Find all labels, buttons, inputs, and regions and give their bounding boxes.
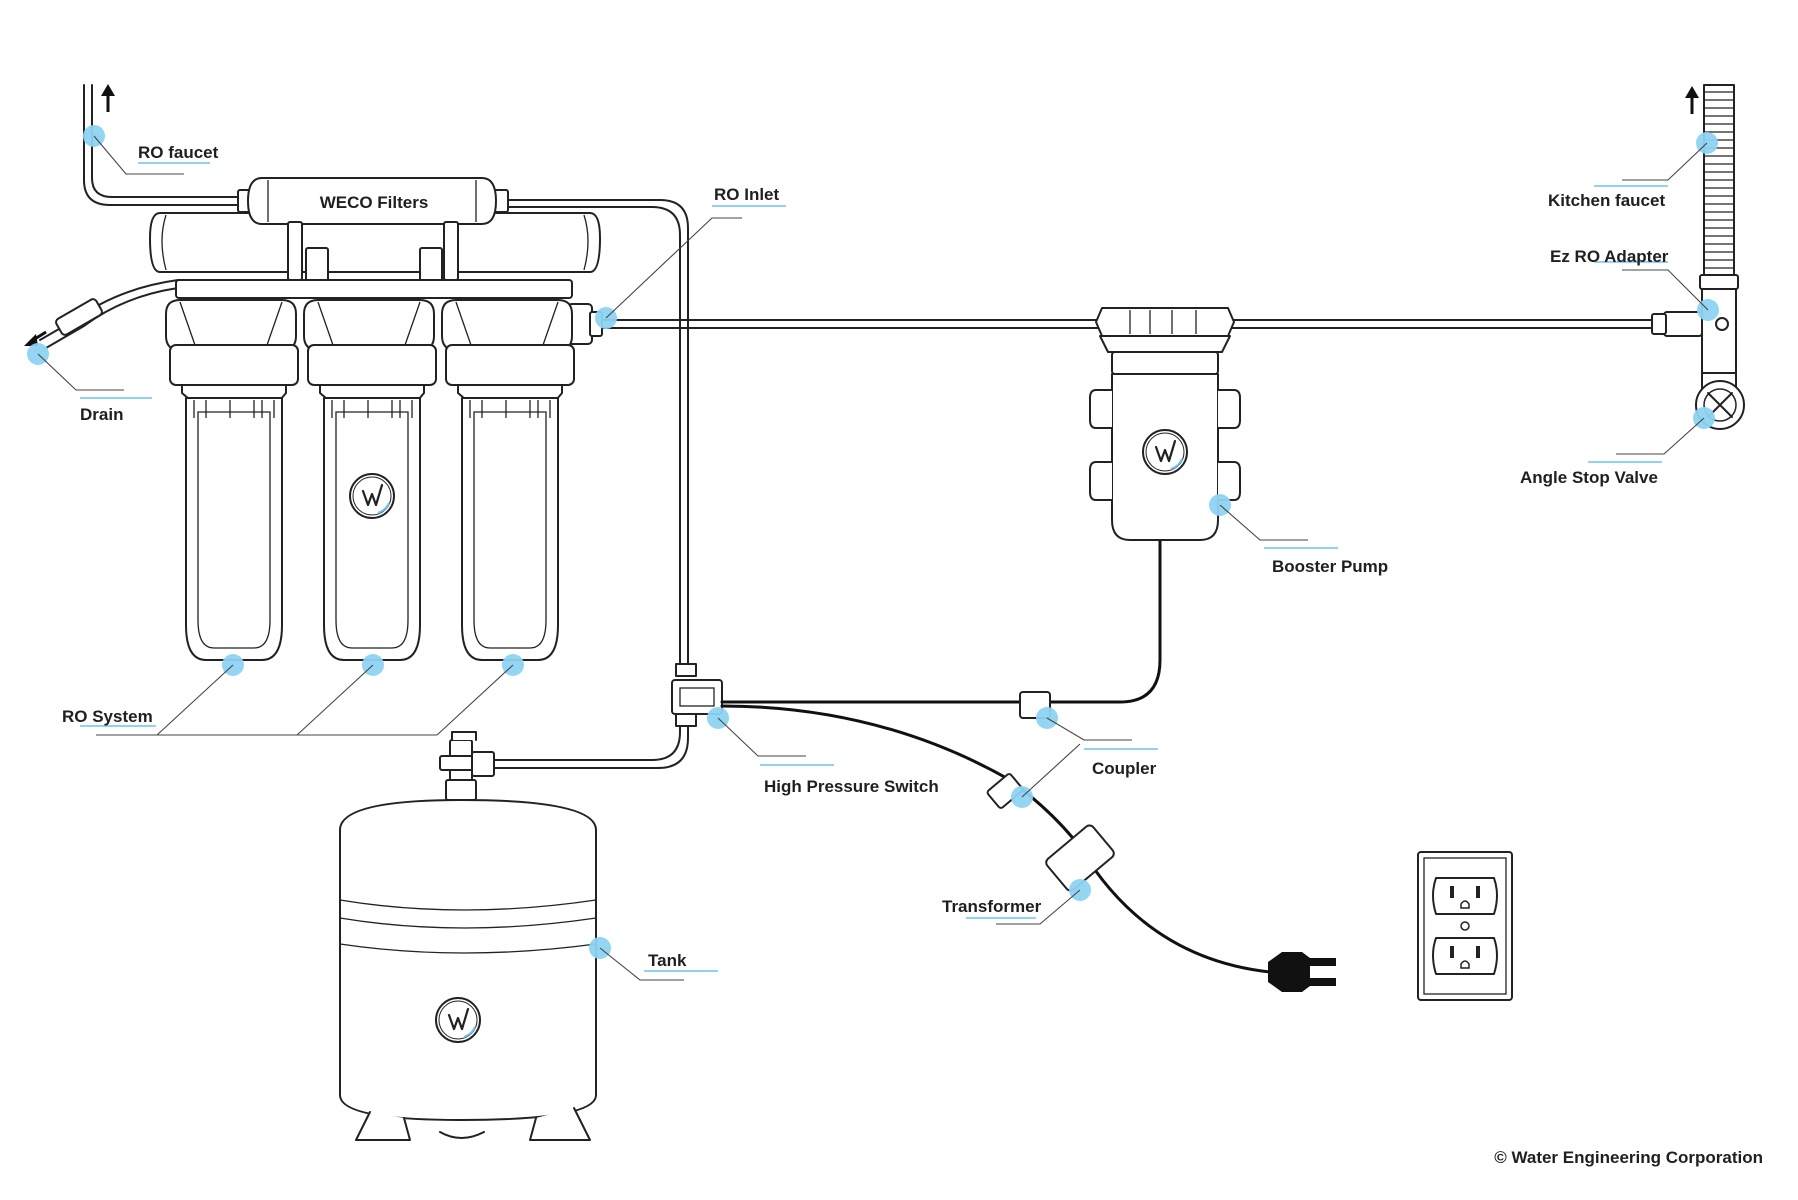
weco-logo-icon	[348, 472, 396, 520]
high-pressure-switch	[671, 663, 723, 727]
label-tank: Tank	[648, 951, 687, 970]
label-high-pressure-switch: High Pressure Switch	[764, 777, 939, 796]
label-transformer: Transformer	[942, 897, 1042, 916]
label-kitchen-faucet: Kitchen faucet	[1548, 191, 1665, 210]
weco-logo-icon	[1141, 428, 1189, 476]
tank	[339, 731, 597, 1141]
label-weco-filters: WECO Filters	[320, 193, 429, 212]
kitchen-faucet-supply	[1651, 84, 1745, 430]
power-plug-icon	[1268, 952, 1336, 992]
wall-outlet-icon	[1417, 851, 1513, 1001]
copyright-text: © Water Engineering Corporation	[1494, 1148, 1763, 1167]
label-ro-faucet: RO faucet	[138, 143, 219, 162]
drain-arrow-icon	[24, 298, 103, 346]
transformer	[1045, 824, 1115, 892]
booster-pump	[1089, 307, 1241, 541]
label-drain: Drain	[80, 405, 123, 424]
weco-logo-icon	[434, 996, 482, 1044]
label-angle-stop-valve: Angle Stop Valve	[1520, 468, 1658, 487]
up-arrow-icon	[101, 84, 115, 112]
ro-system	[149, 177, 603, 661]
label-ez-ro-adapter: Ez RO Adapter	[1550, 247, 1669, 266]
label-coupler: Coupler	[1092, 759, 1157, 778]
label-ro-inlet: RO Inlet	[714, 185, 780, 204]
label-booster-pump: Booster Pump	[1272, 557, 1388, 576]
up-arrow-icon	[1685, 86, 1699, 114]
leader-lines	[37, 135, 1709, 981]
label-ro-system: RO System	[62, 707, 153, 726]
